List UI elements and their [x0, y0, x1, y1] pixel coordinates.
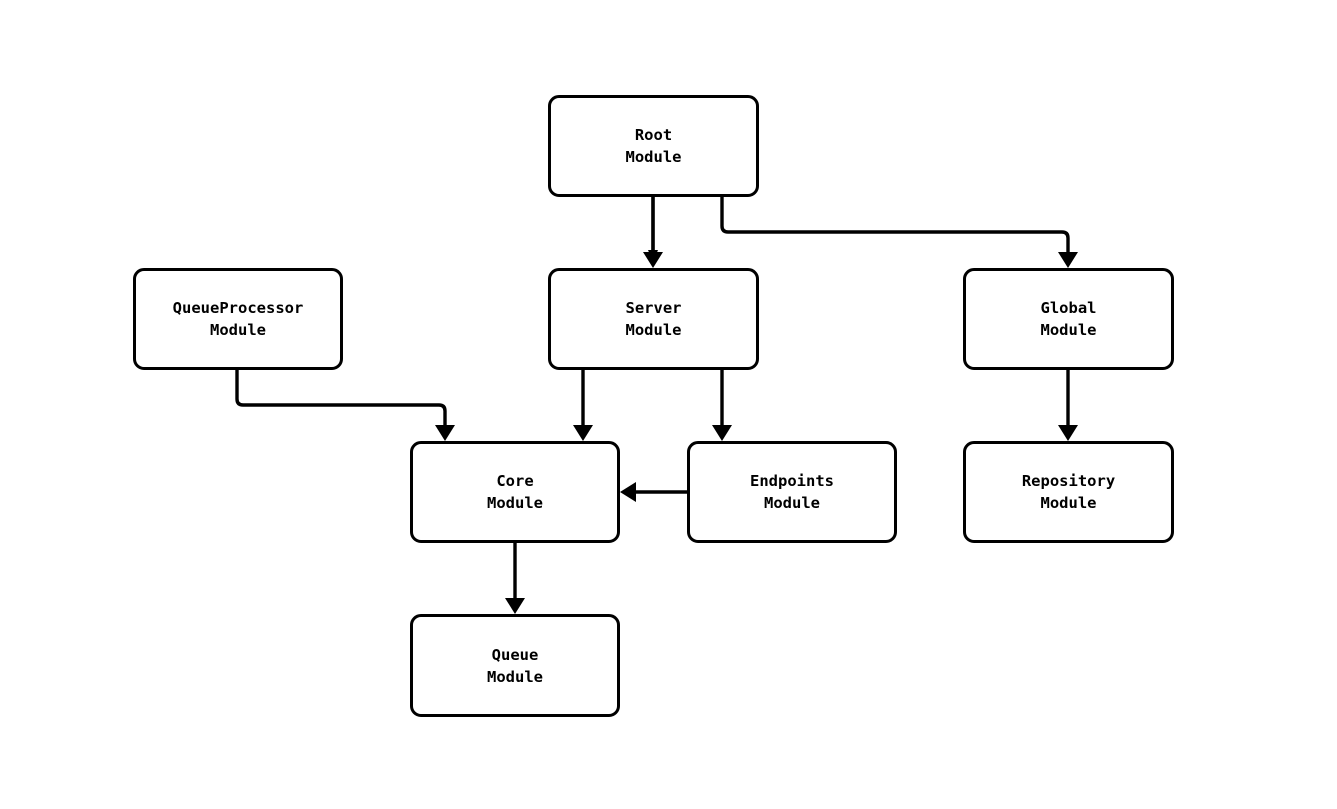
node-server-module-name: Server: [625, 299, 682, 317]
edge-queueprocessor-to-core: [235, 370, 455, 441]
node-queue-module-kind: Module: [487, 667, 543, 686]
node-repository-module[interactable]: Repository Module: [963, 441, 1174, 543]
node-repository-module-kind: Module: [1040, 494, 1097, 512]
node-root-module[interactable]: Root Module: [548, 95, 759, 197]
node-queueprocessor-module[interactable]: QueueProcessor Module: [133, 268, 343, 370]
node-root-module-name: Root: [634, 126, 673, 144]
node-global-module[interactable]: Global Module: [963, 268, 1174, 370]
node-server-module-kind: Module: [625, 321, 682, 339]
node-queueprocessor-module-kind: Module: [210, 321, 266, 339]
node-core-module-kind: Module: [487, 494, 543, 512]
node-endpoints-module-kind: Module: [764, 494, 820, 512]
edge-server-to-core: [573, 370, 593, 441]
node-root-module-kind: Module: [625, 148, 682, 166]
edge-endpoints-to-core: [620, 482, 687, 502]
node-global-module-name: Global: [1040, 299, 1097, 317]
node-server-module[interactable]: Server Module: [548, 268, 759, 370]
node-endpoints-module[interactable]: Endpoints Module: [687, 441, 897, 543]
node-global-module-kind: Module: [1040, 321, 1097, 339]
node-endpoints-module-name: Endpoints: [750, 472, 834, 490]
edge-core-to-queue: [505, 543, 525, 614]
node-core-module-name: Core: [496, 472, 534, 490]
edge-server-to-endpoints: [712, 370, 732, 441]
edge-root-to-server: [643, 197, 663, 268]
node-queue-module-name: Queue: [491, 645, 539, 664]
node-queue-module[interactable]: Queue Module: [410, 614, 620, 717]
node-core-module[interactable]: Core Module: [410, 441, 620, 543]
node-repository-module-name: Repository: [1021, 472, 1116, 490]
edge-global-to-repository: [1058, 370, 1078, 441]
node-queueprocessor-module-name: QueueProcessor: [172, 299, 304, 317]
edge-root-to-global: [720, 197, 1078, 268]
